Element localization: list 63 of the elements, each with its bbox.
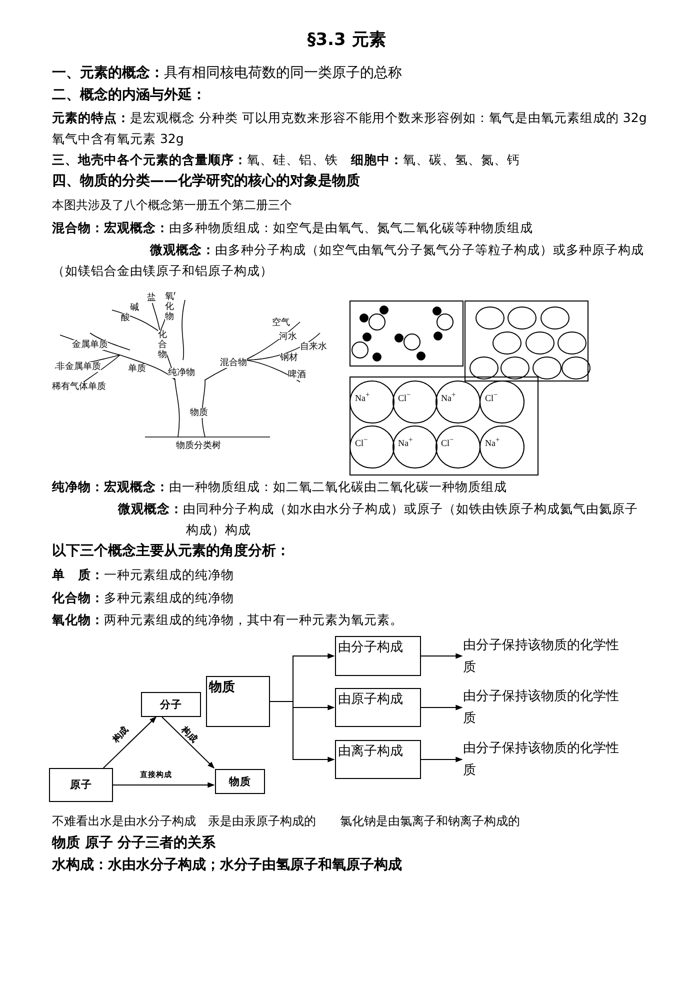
tree-label: 自来水 <box>300 342 327 352</box>
paragraph: 混合物：宏观概念：由多种物质组成：如空气是由氧气、氮气二氧化碳等种物质组成 <box>52 219 534 237</box>
arrow <box>112 782 215 788</box>
result-text: 由分子保持该物质的化学性质 <box>463 738 628 782</box>
paragraph: 三、地壳中各个元素的含量顺序：氧、硅、铝、铁 细胞中：氧、碳、氢、氮、钙 <box>52 151 521 169</box>
tree-label: 单质 <box>128 364 146 374</box>
paragraph: 微观概念：由多种分子构成（如空气由氧气分子氮气分子等粒子构成）或多种原子构成（如镁铝合金由镁原子和铝原子构成） <box>52 241 645 280</box>
ion-label: Na$^{+}$ <box>441 390 456 403</box>
tree-label: 钢材 <box>280 353 298 363</box>
paragraph: 氧化物：两种元素组成的纯净物，其中有一种元素为氧元素。 <box>52 611 404 629</box>
ion-label: Cl$^{−}$ <box>355 435 368 448</box>
result-text: 由分子保持该物质的化学性质 <box>463 686 628 730</box>
process-box: 由离子构成 <box>335 740 421 779</box>
heading: 二、概念的内涵与外延： <box>52 86 207 105</box>
tree-label: 非金属单质 <box>56 362 101 372</box>
tree-label: 纯净物 <box>168 368 195 378</box>
tree-label: 盐 <box>147 293 156 303</box>
process-box: 由分子构成 <box>335 636 421 676</box>
arrow <box>270 701 335 762</box>
heading: 以下三个概念主要从元素的角度分析： <box>52 542 291 561</box>
ion-label: Na$^{+}$ <box>355 390 370 403</box>
tree-label: 氧化物 <box>165 292 174 322</box>
paragraph: 元素的特点：是宏观概念 分种类 可以用克数来形容不能用个数来形容例如：氧气是由氧元素组成的 32g 氧气中含有氧元素 32g <box>52 109 648 148</box>
process-box: 由原子构成 <box>335 688 421 727</box>
heading: 四、物质的分类——化学研究的核心的对象是物质 <box>52 172 361 191</box>
definition-text: 一、元素的概念：具有相同核电荷数的同一类原子的总称 <box>52 64 403 83</box>
ion-label: Na$^{+}$ <box>398 435 413 448</box>
arrow <box>420 704 463 710</box>
ion-label: Na$^{+}$ <box>485 435 500 448</box>
edge-label: 构成 <box>111 724 131 746</box>
tree-label: 物质 <box>190 408 208 418</box>
paragraph: 纯净物：宏观概念：由一种物质组成：如二氧二氧化碳由二氧化碳一种物质组成 <box>52 478 508 496</box>
tree-label: 碱 <box>130 303 139 313</box>
arrow <box>420 756 463 762</box>
arrow <box>162 716 214 768</box>
note: 本图共涉及了八个概念第一册五个第二册三个 <box>52 197 293 214</box>
concept-box: 分子 <box>141 692 201 717</box>
tree-label: 空气 <box>272 318 290 328</box>
concept-box: 原子 <box>49 768 113 802</box>
edge-label: 构成 <box>179 725 199 745</box>
tree-label: 河水 <box>279 332 297 342</box>
ion-label: Cl$^{−}$ <box>485 390 498 403</box>
caption: 物质分类树 <box>176 441 221 451</box>
arrow <box>102 716 156 768</box>
tree-label: 化合物 <box>158 330 167 360</box>
result-text: 由分子保持该物质的化学性质 <box>463 635 628 679</box>
page-title: §3.3 元素 <box>306 30 387 51</box>
arrow <box>420 653 463 659</box>
paragraph: 化合物：多种元素组成的纯净物 <box>52 589 235 607</box>
paragraph: 不难看出水是由水分子构成 汞是由汞原子构成的 氯化钠是由氯离子和钠离子构成的 <box>52 813 521 830</box>
tree-label: 啤酒 <box>288 370 306 380</box>
process-box: 物质 <box>206 676 270 727</box>
ion-label: Cl$^{−}$ <box>398 390 411 403</box>
heading: 水构成：水由水分子构成；水分子由氢原子和氧原子构成 <box>52 856 403 875</box>
ion-label: Cl$^{−}$ <box>441 435 454 448</box>
tree-label: 稀有气体单质 <box>52 382 106 392</box>
paragraph: 微观概念：由同种分子构成（如水由水分子构成）或原子（如铁由铁原子构成氦气由氦原子构成）构成 <box>118 500 639 539</box>
tree-label: 金属单质 <box>72 340 108 350</box>
concept-box: 物质 <box>215 769 265 794</box>
tree-label: 混合物 <box>220 358 247 368</box>
paragraph: 单 质：一种元素组成的纯净物 <box>52 566 235 584</box>
heading: 物质 原子 分子三者的关系 <box>52 834 217 853</box>
tree-label: 酸 <box>121 313 130 323</box>
